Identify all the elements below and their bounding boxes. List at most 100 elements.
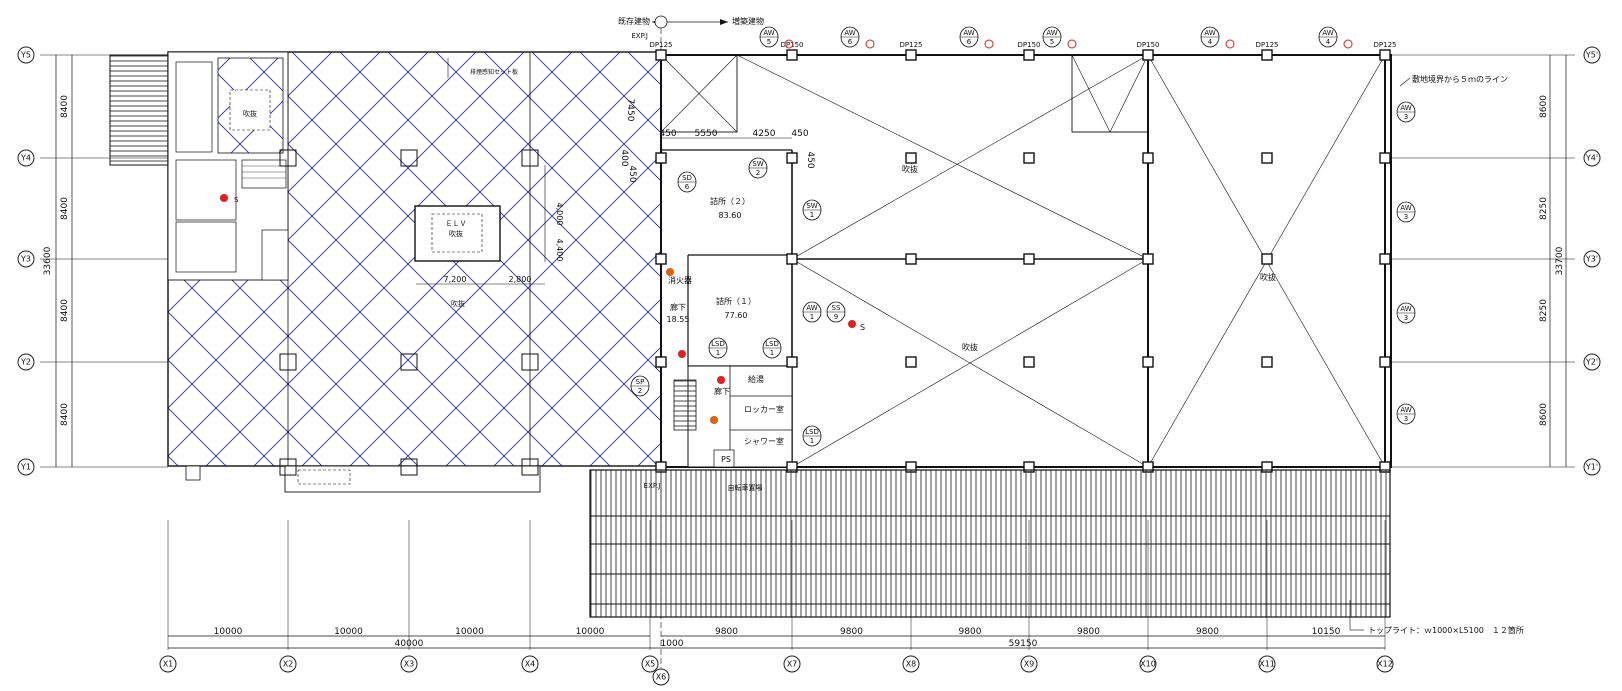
small-dim-2: 400 [619, 149, 629, 166]
column-28 [1261, 356, 1273, 368]
column-20 [1142, 49, 1154, 61]
right-span-2: 9800 [959, 627, 982, 637]
svg-text:SW: SW [752, 160, 763, 168]
y-axis-label-left-Y5: Y5 [20, 51, 31, 60]
svg-text:1: 1 [810, 437, 814, 445]
svg-text:LSD: LSD [765, 340, 779, 348]
y-axis-label-left-Y3: Y3 [20, 255, 31, 264]
x-axis-bubble-X7: X7 [783, 655, 801, 673]
small-dim-3: 450 [627, 165, 637, 182]
column-30 [1379, 49, 1391, 61]
room-dim-4: 450 [791, 129, 808, 139]
column-10 [905, 49, 917, 61]
sw-tag-0: SW2 [748, 157, 768, 179]
aw-tag-top-3: AW5 [1042, 26, 1062, 48]
column-2 [655, 253, 667, 265]
room-dim-1: 450 [659, 129, 676, 139]
kyuto-label: 給湯 [748, 374, 764, 384]
x-axis-bubble-X2: X2 [279, 655, 297, 673]
office1-name: 詰所（１） [716, 296, 756, 306]
svg-text:SS: SS [832, 304, 841, 312]
svg-text:9: 9 [834, 313, 838, 321]
y-axis-label-right-2: Y3' [1585, 255, 1598, 264]
aw-tag-right-2: AW3 [1396, 302, 1416, 324]
column-33 [1379, 356, 1391, 368]
svg-text:AW: AW [1322, 29, 1333, 37]
column-26 [1261, 152, 1273, 164]
left-vdim-1: 8400 [60, 197, 70, 220]
svg-text:1: 1 [810, 313, 814, 321]
extension-building [279, 49, 1392, 476]
x-axis-label-X2: X2 [283, 660, 294, 669]
sensor-note: 排煙感知セット板 [470, 68, 518, 76]
svg-text:3: 3 [1404, 213, 1408, 221]
room-labels: 詰所（２） 83.60 詰所（１） 77.60 廊下 18.55 消火器 廊下 … [667, 164, 1276, 464]
column-12 [905, 253, 917, 265]
downpipe-label-2: DP125 [900, 41, 923, 49]
extinguisher-marker [666, 268, 674, 276]
right-span-4: 9800 [1196, 627, 1219, 637]
y-axis-label-left-Y4: Y4 [20, 154, 31, 163]
office1-area: 77.60 [725, 311, 748, 320]
office2-name: 詰所（２） [710, 196, 750, 206]
right-markers: S [666, 268, 865, 424]
x-axis-bubble-X11: X11 [1258, 655, 1276, 673]
marker-2 [678, 350, 686, 358]
right-span-3: 9800 [1077, 627, 1100, 637]
skylight-note: トップライト：ｗ1000×L5100 １２箇所 [1368, 625, 1524, 635]
left-span-1: 10000 [334, 627, 363, 637]
column-11 [905, 152, 917, 164]
left-span-3: 10000 [576, 627, 605, 637]
sw-tag-1: SW1 [802, 199, 822, 221]
svg-text:AW: AW [1046, 29, 1057, 37]
y-axis-bubble-right-2: Y3' [1583, 250, 1601, 268]
y-axis-bubble-left-Y4: Y4 [17, 149, 35, 167]
downpipe-label-4: DP150 [1137, 41, 1160, 49]
left-vdim-3: 8400 [60, 403, 70, 426]
svg-text:AW: AW [1400, 406, 1411, 414]
room-dimensions: 450 5550 4250 450 7450 450 400 450 [619, 99, 815, 183]
aw-tag-top-2: AW6 [959, 26, 979, 48]
aw-tag-top-5: AW4 [1318, 26, 1338, 48]
x-axis-label-X5: X5 [645, 660, 656, 669]
left-total-dim: 40000 [395, 639, 424, 649]
side-dim: 7450 [625, 99, 635, 122]
y-axis-label-right-0: Y5' [1585, 51, 1598, 60]
svg-text:1: 1 [716, 349, 720, 357]
svg-text:6: 6 [967, 38, 972, 46]
downpipe-label-1: DP150 [781, 41, 804, 49]
room-dim-3: 4250 [753, 129, 776, 139]
column-36 [279, 353, 297, 371]
svg-text:2: 2 [638, 387, 642, 395]
column-39 [400, 353, 418, 371]
canopy-exp-label: EXP.J [644, 482, 661, 490]
aw-tag-right-0: AW3 [1396, 101, 1416, 123]
left-vdim-2: 8400 [60, 299, 70, 322]
y-axis-bubble-left-Y3: Y3 [17, 250, 35, 268]
sensor-s-mark-right: S [860, 323, 865, 332]
void-tag-1: 吹抜 [902, 164, 918, 174]
svg-text:AW: AW [1400, 305, 1411, 313]
right-vdim-1: 8250 [1539, 197, 1549, 220]
column-0 [655, 49, 667, 61]
x-axis-bubble-X6: X6 [652, 668, 670, 686]
y-axis-bubble-right-3: Y2' [1583, 353, 1601, 371]
right-vdim-2: 8250 [1539, 299, 1549, 322]
right-vtotal-dim: 33700 [1555, 246, 1565, 275]
svg-text:AW: AW [963, 29, 974, 37]
column-43 [521, 458, 539, 476]
locker-label: ロッカー室 [744, 404, 784, 414]
office2-area: 83.60 [719, 211, 742, 220]
svg-text:AW: AW [763, 29, 774, 37]
x-axis-label-X4: X4 [525, 660, 536, 669]
canopy-skylight: 自転車置場 EXP.J トップライト：ｗ1000×L5100 １２箇所 [589, 469, 1524, 635]
svg-text:1: 1 [770, 349, 774, 357]
right-span-5: 10150 [1312, 627, 1341, 637]
sensor-marker [220, 194, 228, 202]
y-axis-label-right-1: Y4' [1585, 154, 1598, 163]
column-40 [400, 458, 418, 476]
column-41 [521, 149, 539, 167]
x-axis-label-X1: X1 [163, 660, 174, 669]
svg-text:3: 3 [1404, 415, 1408, 423]
